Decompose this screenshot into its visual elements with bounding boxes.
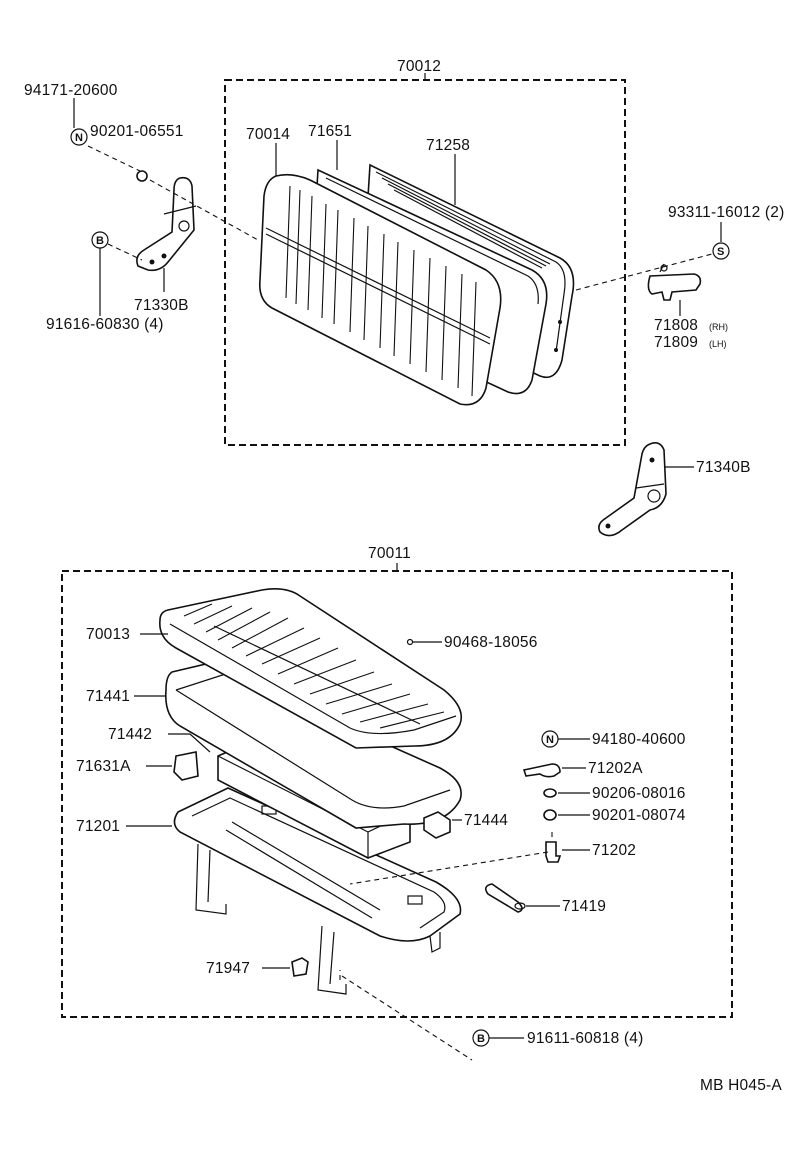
label-71442: 71442 bbox=[108, 726, 152, 743]
label-71444: 71444 bbox=[464, 812, 508, 829]
label-71809: 71809 bbox=[654, 334, 698, 351]
label-90201-06551: 90201-06551 bbox=[90, 123, 184, 140]
tube-71419 bbox=[484, 883, 526, 913]
label-70014: 70014 bbox=[246, 126, 290, 143]
washer-90206-08016 bbox=[543, 788, 557, 798]
svg-text:B: B bbox=[96, 235, 104, 247]
seatback-cover-70014 bbox=[258, 173, 502, 406]
label-71809-lh: (LH) bbox=[709, 339, 727, 349]
symbol-n-top bbox=[70, 128, 88, 146]
hinge-71340b bbox=[598, 442, 667, 537]
label-71202: 71202 bbox=[592, 842, 636, 859]
label-71258: 71258 bbox=[426, 137, 470, 154]
svg-text:N: N bbox=[75, 132, 83, 144]
clip-71631a bbox=[173, 751, 199, 781]
cap-71947 bbox=[291, 957, 309, 977]
label-93311-16012: 93311-16012 (2) bbox=[668, 204, 784, 221]
label-71808: 71808 bbox=[654, 317, 698, 334]
label-90206-08016: 90206-08016 bbox=[592, 785, 686, 802]
label-91616-60830: 91616-60830 (4) bbox=[46, 316, 164, 333]
hinge-71330b bbox=[136, 176, 197, 272]
bolt-71202 bbox=[545, 841, 562, 863]
label-71330b: 71330B bbox=[134, 297, 189, 314]
label-94171-20600: 94171-20600 bbox=[24, 82, 118, 99]
label-71808-rh: (RH) bbox=[709, 322, 728, 332]
label-71201: 71201 bbox=[76, 818, 120, 835]
label-71631a: 71631A bbox=[76, 758, 131, 775]
label-71419: 71419 bbox=[562, 898, 606, 915]
label-71202a: 71202A bbox=[588, 760, 643, 777]
label-70013: 70013 bbox=[86, 626, 130, 643]
nut-90201-08074 bbox=[543, 809, 557, 821]
label-71947: 71947 bbox=[206, 960, 250, 977]
label-71651: 71651 bbox=[308, 123, 352, 140]
svg-text:B: B bbox=[477, 1033, 485, 1045]
diagram-code: MB H045-A bbox=[700, 1077, 782, 1094]
lever-71202a bbox=[522, 763, 561, 778]
label-90468-18056: 90468-18056 bbox=[444, 634, 538, 651]
label-71441: 71441 bbox=[86, 688, 130, 705]
symbol-s bbox=[712, 242, 730, 260]
pin-90468-18056 bbox=[406, 638, 442, 646]
cushion-cover-70013 bbox=[159, 588, 463, 749]
label-91611-60818: 91611-60818 (4) bbox=[527, 1030, 643, 1047]
svg-text:N: N bbox=[546, 734, 554, 746]
seat-frame-71201 bbox=[173, 787, 462, 995]
spacer-71444 bbox=[423, 811, 451, 839]
label-90201-08074: 90201-08074 bbox=[592, 807, 686, 824]
label-71340b: 71340B bbox=[696, 459, 751, 476]
group-label-70011: 70011 bbox=[368, 545, 411, 562]
nut-90201-06551 bbox=[136, 170, 148, 182]
svg-text:S: S bbox=[717, 246, 724, 258]
label-94180-40600: 94180-40600 bbox=[592, 731, 686, 748]
group-label-70012: 70012 bbox=[397, 58, 441, 75]
bracket-71808-71809 bbox=[647, 263, 702, 301]
